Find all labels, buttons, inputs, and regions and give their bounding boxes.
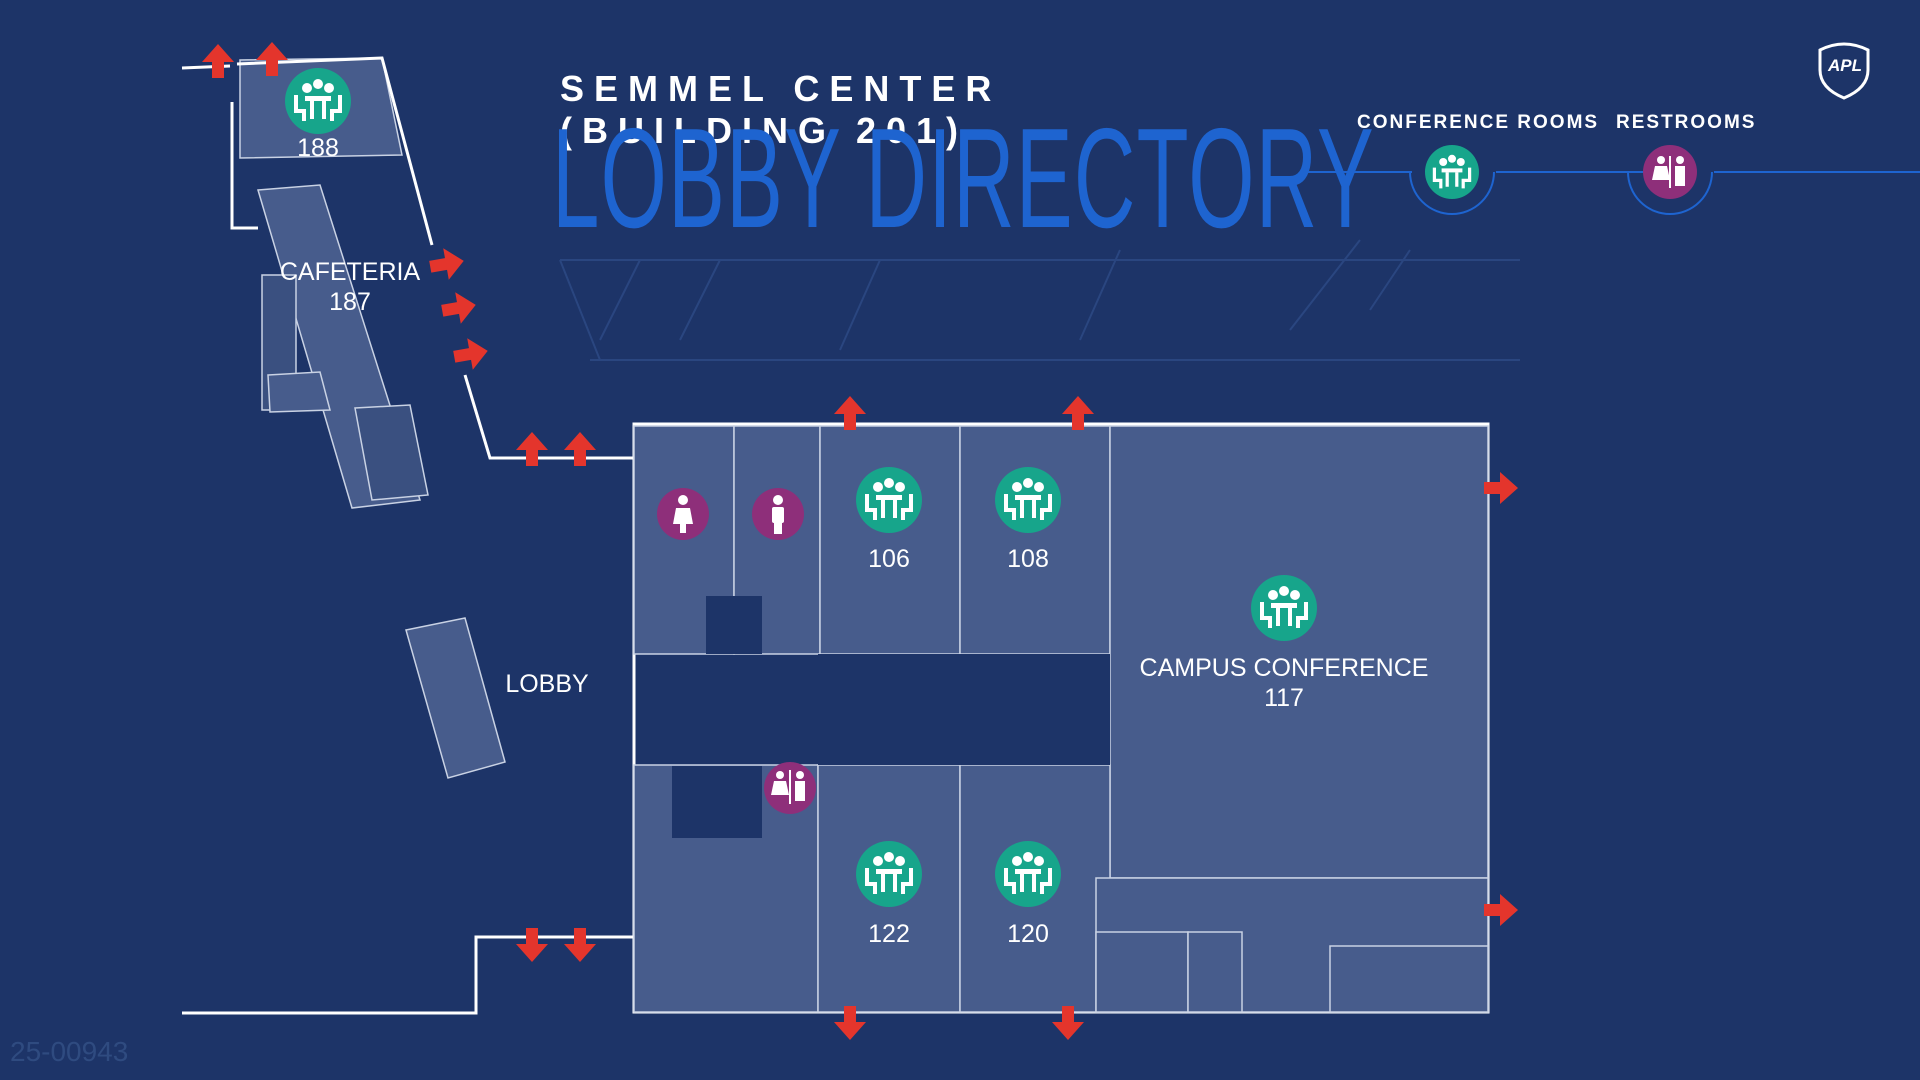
room-number-188: 188 — [297, 134, 339, 162]
exit-arrow-icon — [427, 245, 467, 283]
exit-arrow-icon — [439, 289, 479, 327]
conference-room-icon — [856, 467, 922, 533]
cafeteria-wing — [239, 57, 506, 779]
conference-room-icon — [285, 68, 351, 134]
all-gender-restroom-icon — [764, 762, 816, 814]
conference-room-icon — [995, 467, 1061, 533]
corridor — [672, 596, 1110, 838]
building-name: SEMMEL CENTER (BUILDING 201) — [560, 68, 1002, 151]
room-number-122: 122 — [868, 920, 910, 948]
page-title: LOBBY DIRECTORY — [552, 99, 1375, 258]
room-number-108: 108 — [1007, 545, 1049, 573]
room-name-lobby: LOBBY — [505, 670, 589, 698]
womens-restroom-icon — [657, 488, 709, 540]
room-name-cafeteria: CAFETERIA — [279, 258, 421, 286]
exit-arrow-icon — [516, 928, 548, 962]
legend-restroom-icon — [1643, 145, 1697, 199]
main-rooms — [633, 425, 1489, 1013]
mens-restroom-icon — [752, 488, 804, 540]
logo-text: APL — [1828, 56, 1862, 75]
room-number-120: 120 — [1007, 920, 1049, 948]
background-sketch — [559, 239, 1520, 361]
conference-room-icon — [1251, 575, 1317, 641]
legend-label-conference: CONFERENCE ROOMS — [1357, 112, 1600, 133]
exit-arrow-icon — [451, 335, 491, 373]
exit-arrow-icon — [202, 44, 234, 78]
document-id: 25-00943 — [10, 1036, 129, 1067]
room-number-106: 106 — [868, 545, 910, 573]
legend-label-restrooms: RESTROOMS — [1616, 112, 1757, 133]
room-name-campus-conference: CAMPUS CONFERENCE — [1139, 654, 1429, 682]
exit-arrow-icon — [564, 928, 596, 962]
legend — [1302, 145, 1920, 215]
room-number-187: 187 — [329, 288, 371, 316]
conference-room-icon — [856, 841, 922, 907]
conference-room-icon — [995, 841, 1061, 907]
exit-arrow-icon — [564, 432, 596, 466]
room-number-117: 117 — [1264, 684, 1304, 712]
exit-arrow-icon — [516, 432, 548, 466]
apl-logo — [1818, 42, 1870, 100]
legend-conference-icon — [1425, 145, 1479, 199]
